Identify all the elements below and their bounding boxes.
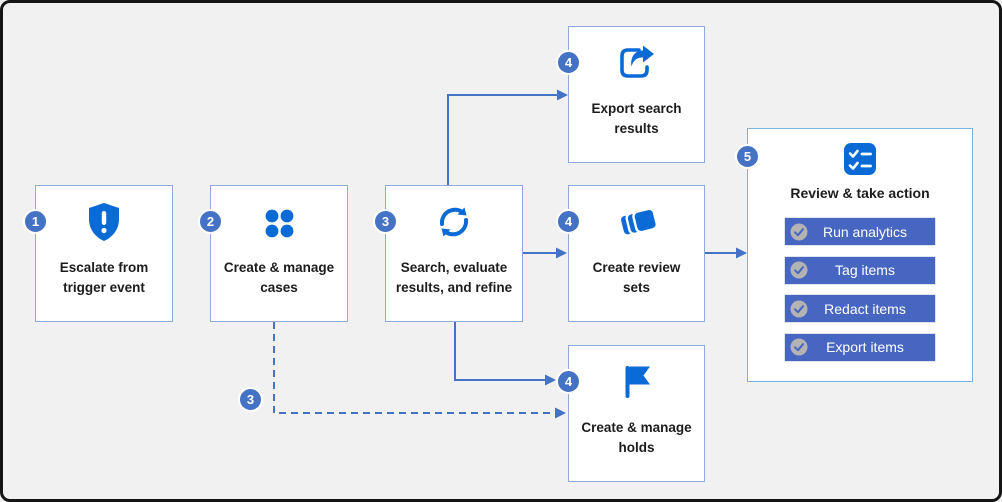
- action-label: Export items: [826, 339, 904, 355]
- step-label: Create review sets: [592, 260, 681, 295]
- step-number-badge: 5: [735, 144, 760, 169]
- arrowhead-holds-dashed: [555, 407, 566, 419]
- check-circle-icon: [790, 261, 808, 279]
- arrowhead-panel: [736, 247, 747, 259]
- panel-title: Review & take action: [790, 185, 930, 201]
- step-label: Export search results: [591, 101, 682, 136]
- step-number-badge: 3: [373, 209, 398, 234]
- hold-flag-icon: [617, 361, 657, 403]
- export-share-icon: [615, 42, 659, 84]
- redact-items-button[interactable]: Redact items: [784, 294, 936, 323]
- step-box-escalate-from-trigger-event[interactable]: 1 Escalate from trigger event: [23, 185, 173, 322]
- step-number-badge: 4: [556, 369, 581, 394]
- review-take-action-panel[interactable]: 5 Review & take action Run analytics: [735, 128, 973, 382]
- step-number-badge: 2: [198, 209, 223, 234]
- task-list-icon: [843, 142, 877, 176]
- step-box-create-review-sets[interactable]: 4 Create review sets: [556, 185, 705, 322]
- action-label: Tag items: [835, 262, 895, 278]
- step-number-badge: 4: [556, 209, 581, 234]
- step-label: Create & manage cases: [223, 260, 335, 295]
- action-label: Redact items: [824, 300, 906, 317]
- step-label: Escalate from trigger event: [59, 260, 149, 295]
- check-circle-icon: [790, 223, 808, 240]
- run-analytics-button[interactable]: Run analytics: [784, 217, 936, 246]
- dashed-connector-number-badge: 3: [238, 387, 263, 412]
- sync-refine-icon: [433, 201, 475, 243]
- arrowhead-export: [557, 89, 568, 101]
- step-number-badge: 1: [23, 209, 48, 234]
- export-items-button[interactable]: Export items: [784, 332, 936, 362]
- step-box-create-manage-cases[interactable]: 2 Create & manage cases: [198, 185, 348, 322]
- step-box-create-manage-holds[interactable]: 4 Create & manage holds: [556, 345, 705, 482]
- review-sets-stack-icon: [615, 201, 659, 243]
- tag-items-button[interactable]: Tag items: [784, 255, 936, 285]
- check-circle-icon: [790, 338, 808, 356]
- step-label: Search, evaluate results, and refine: [395, 260, 513, 295]
- step-label: Create & manage holds: [581, 420, 692, 455]
- connector-cases-to-holds-dashed: [273, 322, 554, 414]
- check-circle-icon: [790, 300, 808, 317]
- cases-dots-icon: [259, 201, 299, 243]
- step-number-badge: 4: [556, 50, 581, 75]
- action-label: Run analytics: [822, 223, 908, 240]
- arrowhead-reviewsets: [556, 247, 567, 259]
- arrowhead-holds: [545, 374, 556, 386]
- connector-search-to-holds: [454, 322, 545, 381]
- step-box-export-search-results[interactable]: 4 Export search results: [556, 26, 705, 163]
- shield-exclamation-icon: [84, 201, 124, 243]
- step-box-search-evaluate-refine[interactable]: 3 Search, evaluate results, and refine: [373, 185, 523, 322]
- connector-search-to-export: [447, 94, 557, 185]
